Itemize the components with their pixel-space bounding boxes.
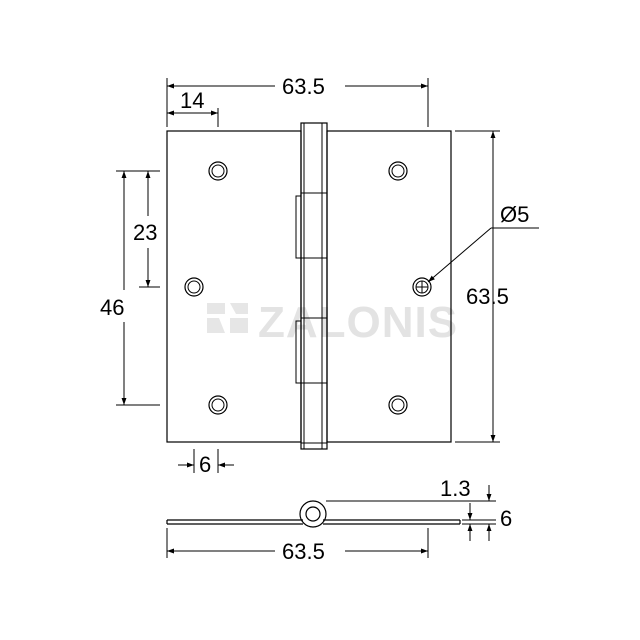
dimension-label: 23 <box>133 220 157 245</box>
hinge-knuckle <box>295 122 328 450</box>
left-hinge-leaf <box>166 130 302 443</box>
dimension-height-right: 63.5 <box>455 130 509 443</box>
dimension-label: 6 <box>500 506 512 531</box>
dimension-edge-offset-6: 6 <box>178 449 234 477</box>
hinge-side-profile <box>166 500 461 528</box>
dimension-hole-diameter: Ø5 <box>427 202 539 283</box>
dimension-label: 6 <box>199 452 211 477</box>
dimension-thickness: 1.3 6 <box>326 476 512 541</box>
dimension-label: 63.5 <box>282 539 325 564</box>
dimension-label: 14 <box>180 88 204 113</box>
dimension-hole-spacing-46: 46 <box>100 170 160 406</box>
dimension-hole-offset-14: 14 <box>167 88 219 127</box>
dimension-hole-spacing-23: 23 <box>133 170 160 288</box>
zalonis-logo-icon <box>207 303 248 333</box>
dimension-label: 63.5 <box>466 284 509 309</box>
screw-holes <box>184 161 432 415</box>
dimension-label: Ø5 <box>500 202 529 227</box>
right-hinge-leaf <box>326 130 452 443</box>
dimension-label: 63.5 <box>282 74 325 99</box>
dimension-overall-width-top: 63.5 <box>166 74 429 127</box>
dimension-label: 1.3 <box>440 476 471 501</box>
dimension-overall-width-bottom: 63.5 <box>166 528 429 564</box>
dimension-label: 46 <box>100 295 124 320</box>
watermark-text: ZALONIS <box>258 298 458 347</box>
